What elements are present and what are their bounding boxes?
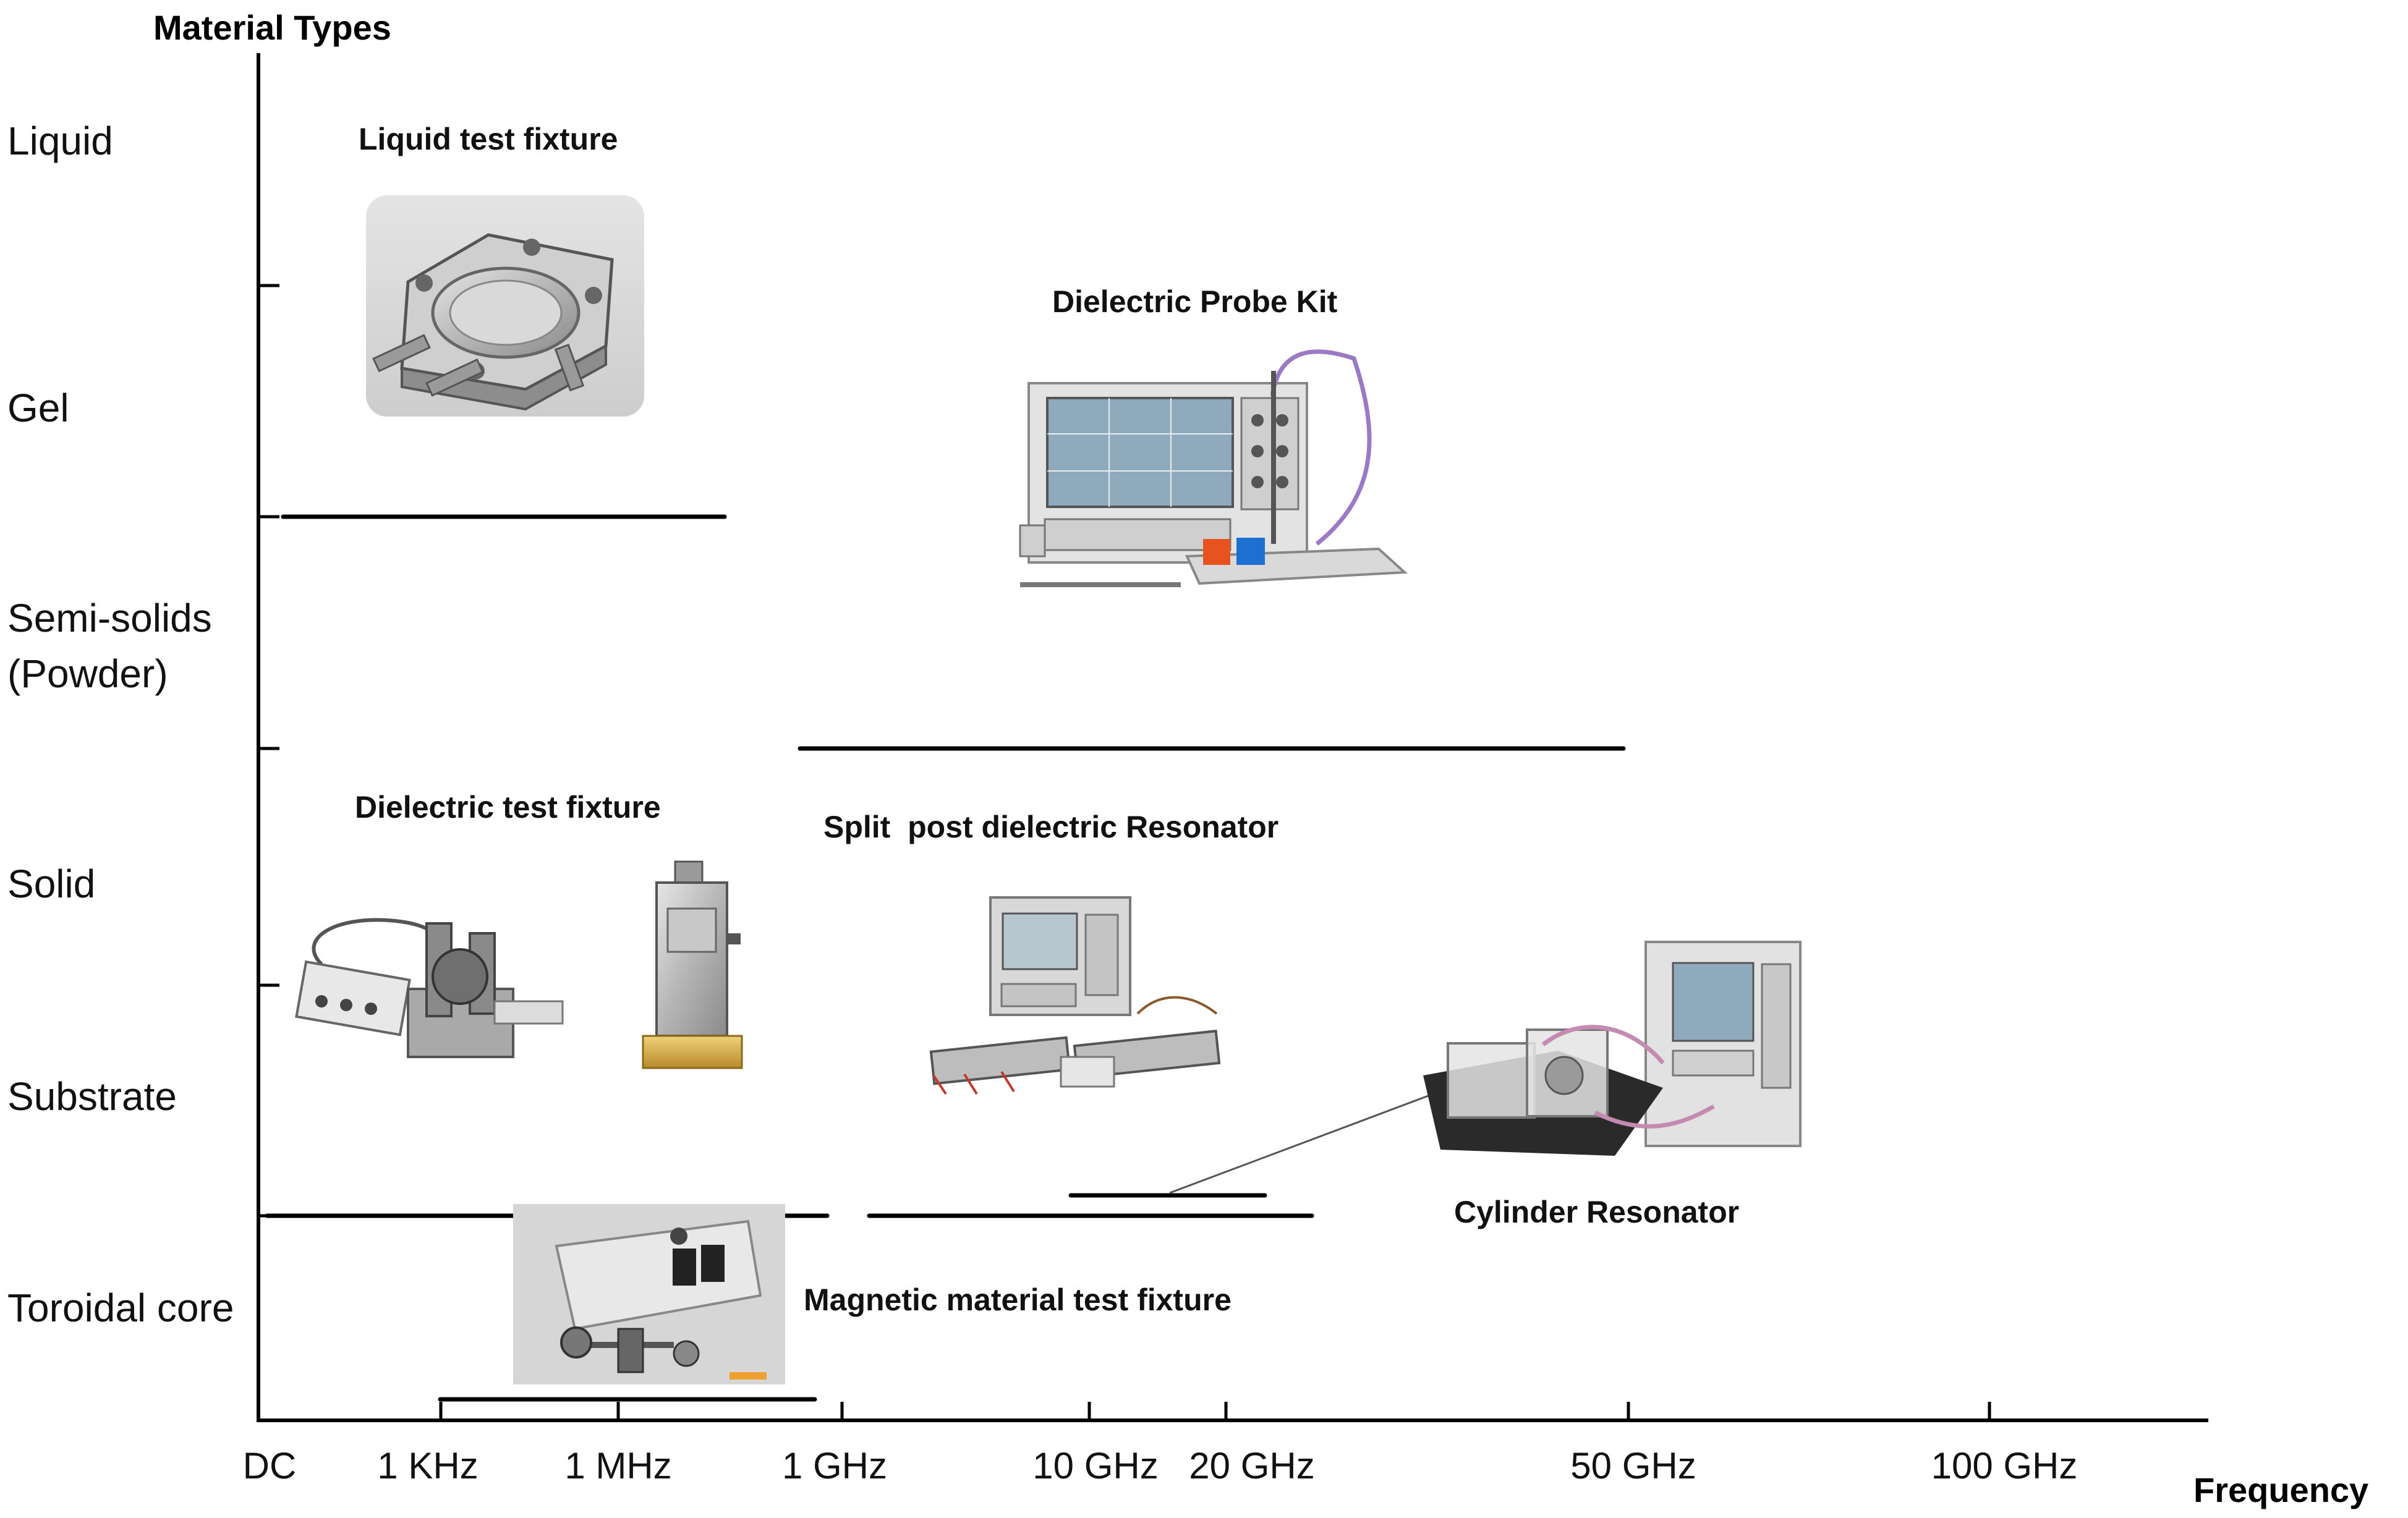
tick-label-10ghz: 10 GHz: [1032, 1445, 1158, 1486]
y-axis-ticks: [258, 284, 279, 1218]
dielectric-fixture-photo: [295, 918, 564, 1058]
cylinder-leader-line: [1169, 1093, 1434, 1194]
tick-label-1khz: 1 KHz: [377, 1445, 478, 1486]
fixture-label-probe-kit: Dielectric Probe Kit: [1052, 284, 1338, 319]
tick-label-100ghz: 100 GHz: [1931, 1445, 2078, 1486]
fixture-label-split-post: Split post dielectric Resonator: [823, 810, 1278, 844]
fixture-label-liquid: Liquid test fixture: [359, 122, 618, 156]
material-label-solid: Solid: [7, 862, 95, 906]
material-label-powder: (Powder): [7, 651, 168, 696]
tick-label-20ghz: 20 GHz: [1189, 1445, 1314, 1486]
fixture-tower-photo: [642, 860, 743, 1069]
cylinder-resonator-photo: [1423, 941, 1802, 1156]
tick-label-dc: DC: [243, 1445, 297, 1486]
material-label-liquid: Liquid: [7, 119, 113, 163]
x-axis-title: Frequency: [2193, 1470, 2368, 1509]
tick-label-1mhz: 1 MHz: [564, 1445, 671, 1486]
material-label-substrate: Substrate: [7, 1074, 177, 1119]
y-axis-title: Material Types: [153, 8, 391, 47]
tick-label-50ghz: 50 GHz: [1570, 1445, 1696, 1486]
fixture-label-magnetic: Magnetic material test fixture: [804, 1283, 1232, 1317]
split-post-resonator-photo: [929, 896, 1221, 1095]
material-label-semi-solids: Semi-solids: [7, 596, 212, 640]
fixture-label-cylinder: Cylinder Resonator: [1454, 1195, 1739, 1229]
liquid-fixture-photo: [366, 195, 644, 417]
probe-kit-photo: [1019, 349, 1408, 587]
x-axis-ticks: [439, 1402, 1991, 1420]
material-label-toroidal-core: Toroidal core: [7, 1286, 234, 1330]
tick-label-1ghz: 1 GHz: [782, 1445, 887, 1486]
magnetic-fixture-photo: [513, 1204, 785, 1384]
material-label-gel: Gel: [7, 386, 69, 430]
fixture-label-dielectric: Dielectric test fixture: [355, 790, 661, 825]
